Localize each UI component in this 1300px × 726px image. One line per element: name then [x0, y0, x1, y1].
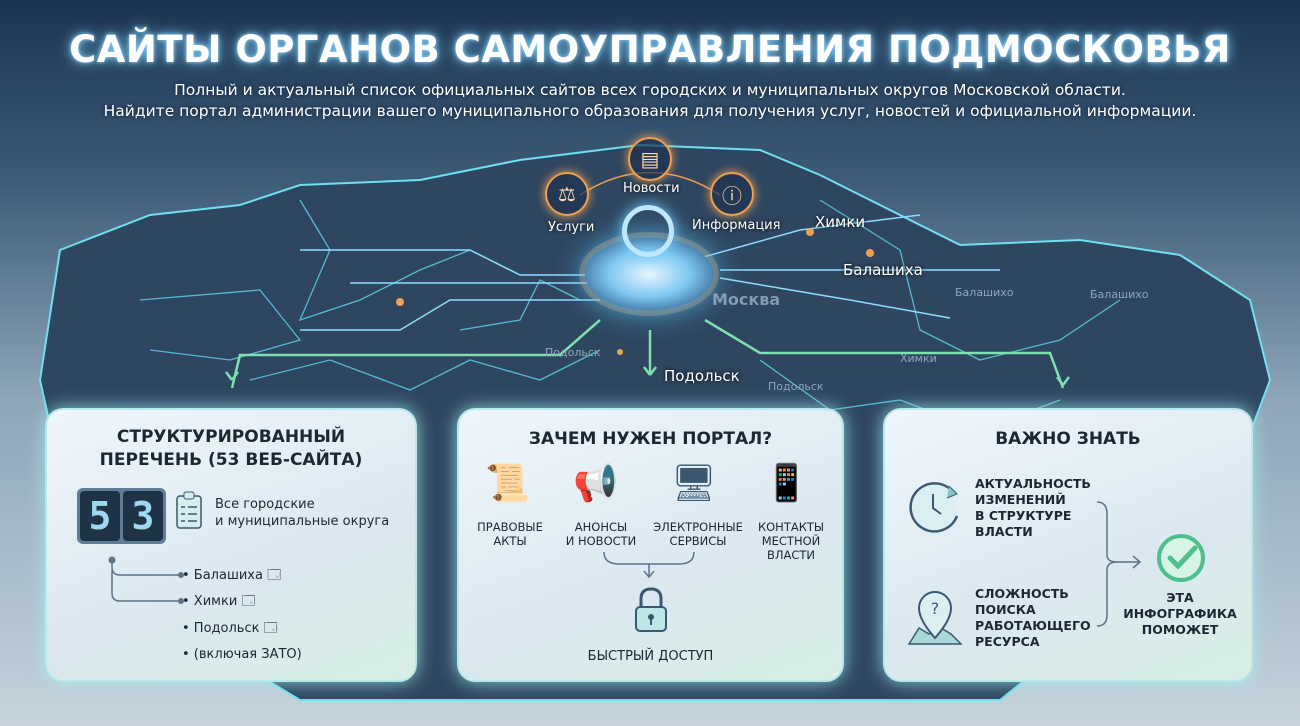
phone-mail-icon: 📱 — [764, 463, 809, 504]
info-icon: ⓘ — [710, 172, 754, 216]
gavel-scroll-icon: 📜 — [485, 463, 530, 504]
map-label-faint: Балашихо — [1090, 288, 1149, 301]
megaphone-icon: 📢 — [573, 463, 618, 504]
map-label-faint: Подольск — [545, 346, 601, 359]
map-label-faint: Подольск — [768, 380, 824, 393]
search-icon — [622, 205, 674, 257]
map-label-khimki: Химки — [815, 213, 866, 231]
fast-access-label: БЫСТРЫЙ ДОСТУП — [587, 649, 714, 664]
clipboard-checklist-icon — [176, 491, 202, 529]
gavel-hand-icon: ⚖ — [545, 172, 589, 216]
checkmark-circle-icon — [1157, 534, 1205, 582]
browser-window-icon: 🗔 — [267, 568, 282, 583]
list-item-khimki[interactable]: • Химки 🗔 — [182, 594, 256, 609]
browser-window-icon: 🗔 — [241, 594, 256, 609]
browser-window-icon: 🗔 — [263, 621, 278, 636]
list-item-zato: • (включая ЗАТО) — [182, 647, 302, 662]
merge-bracket — [1096, 501, 1142, 627]
map-pin-question-icon: ? — [907, 591, 963, 645]
hub-label-info: Информация — [692, 218, 781, 233]
hub-label-services: Услуги — [548, 220, 595, 235]
panel-title: ВАЖНО ЗНАТЬ — [995, 429, 1141, 449]
svg-text:?: ? — [931, 599, 940, 618]
map-label-podolsk: Подольск — [664, 367, 740, 385]
monitor-cursor-icon: 🖥 — [671, 463, 717, 504]
page-title: САЙТЫ ОРГАНОВ САМОУПРАВЛЕНИЯ ПОДМОСКОВЬЯ — [69, 28, 1231, 71]
list-item-podolsk[interactable]: • Подольск 🗔 — [182, 621, 278, 636]
map-label-balashikha: Балашиха — [843, 261, 923, 279]
map-label-moscow: Москва — [712, 290, 781, 309]
hub-label-news: Новости — [623, 181, 680, 196]
map-label-faint: Химки — [900, 352, 937, 365]
list-item-balashikha[interactable]: • Балашиха 🗔 — [182, 568, 282, 583]
panel-title: ЗАЧЕМ НУЖЕН ПОРТАЛ? — [528, 429, 773, 449]
page-subtitle: Полный и актуальный список официальных с… — [103, 81, 1197, 120]
lock-icon — [635, 587, 667, 632]
map-label-faint: Балашихо — [955, 286, 1014, 299]
merge-arrow — [603, 551, 695, 579]
connector-lines — [108, 556, 184, 604]
clock-refresh-icon — [909, 482, 959, 533]
newspaper-icon: ▤ — [628, 137, 672, 181]
